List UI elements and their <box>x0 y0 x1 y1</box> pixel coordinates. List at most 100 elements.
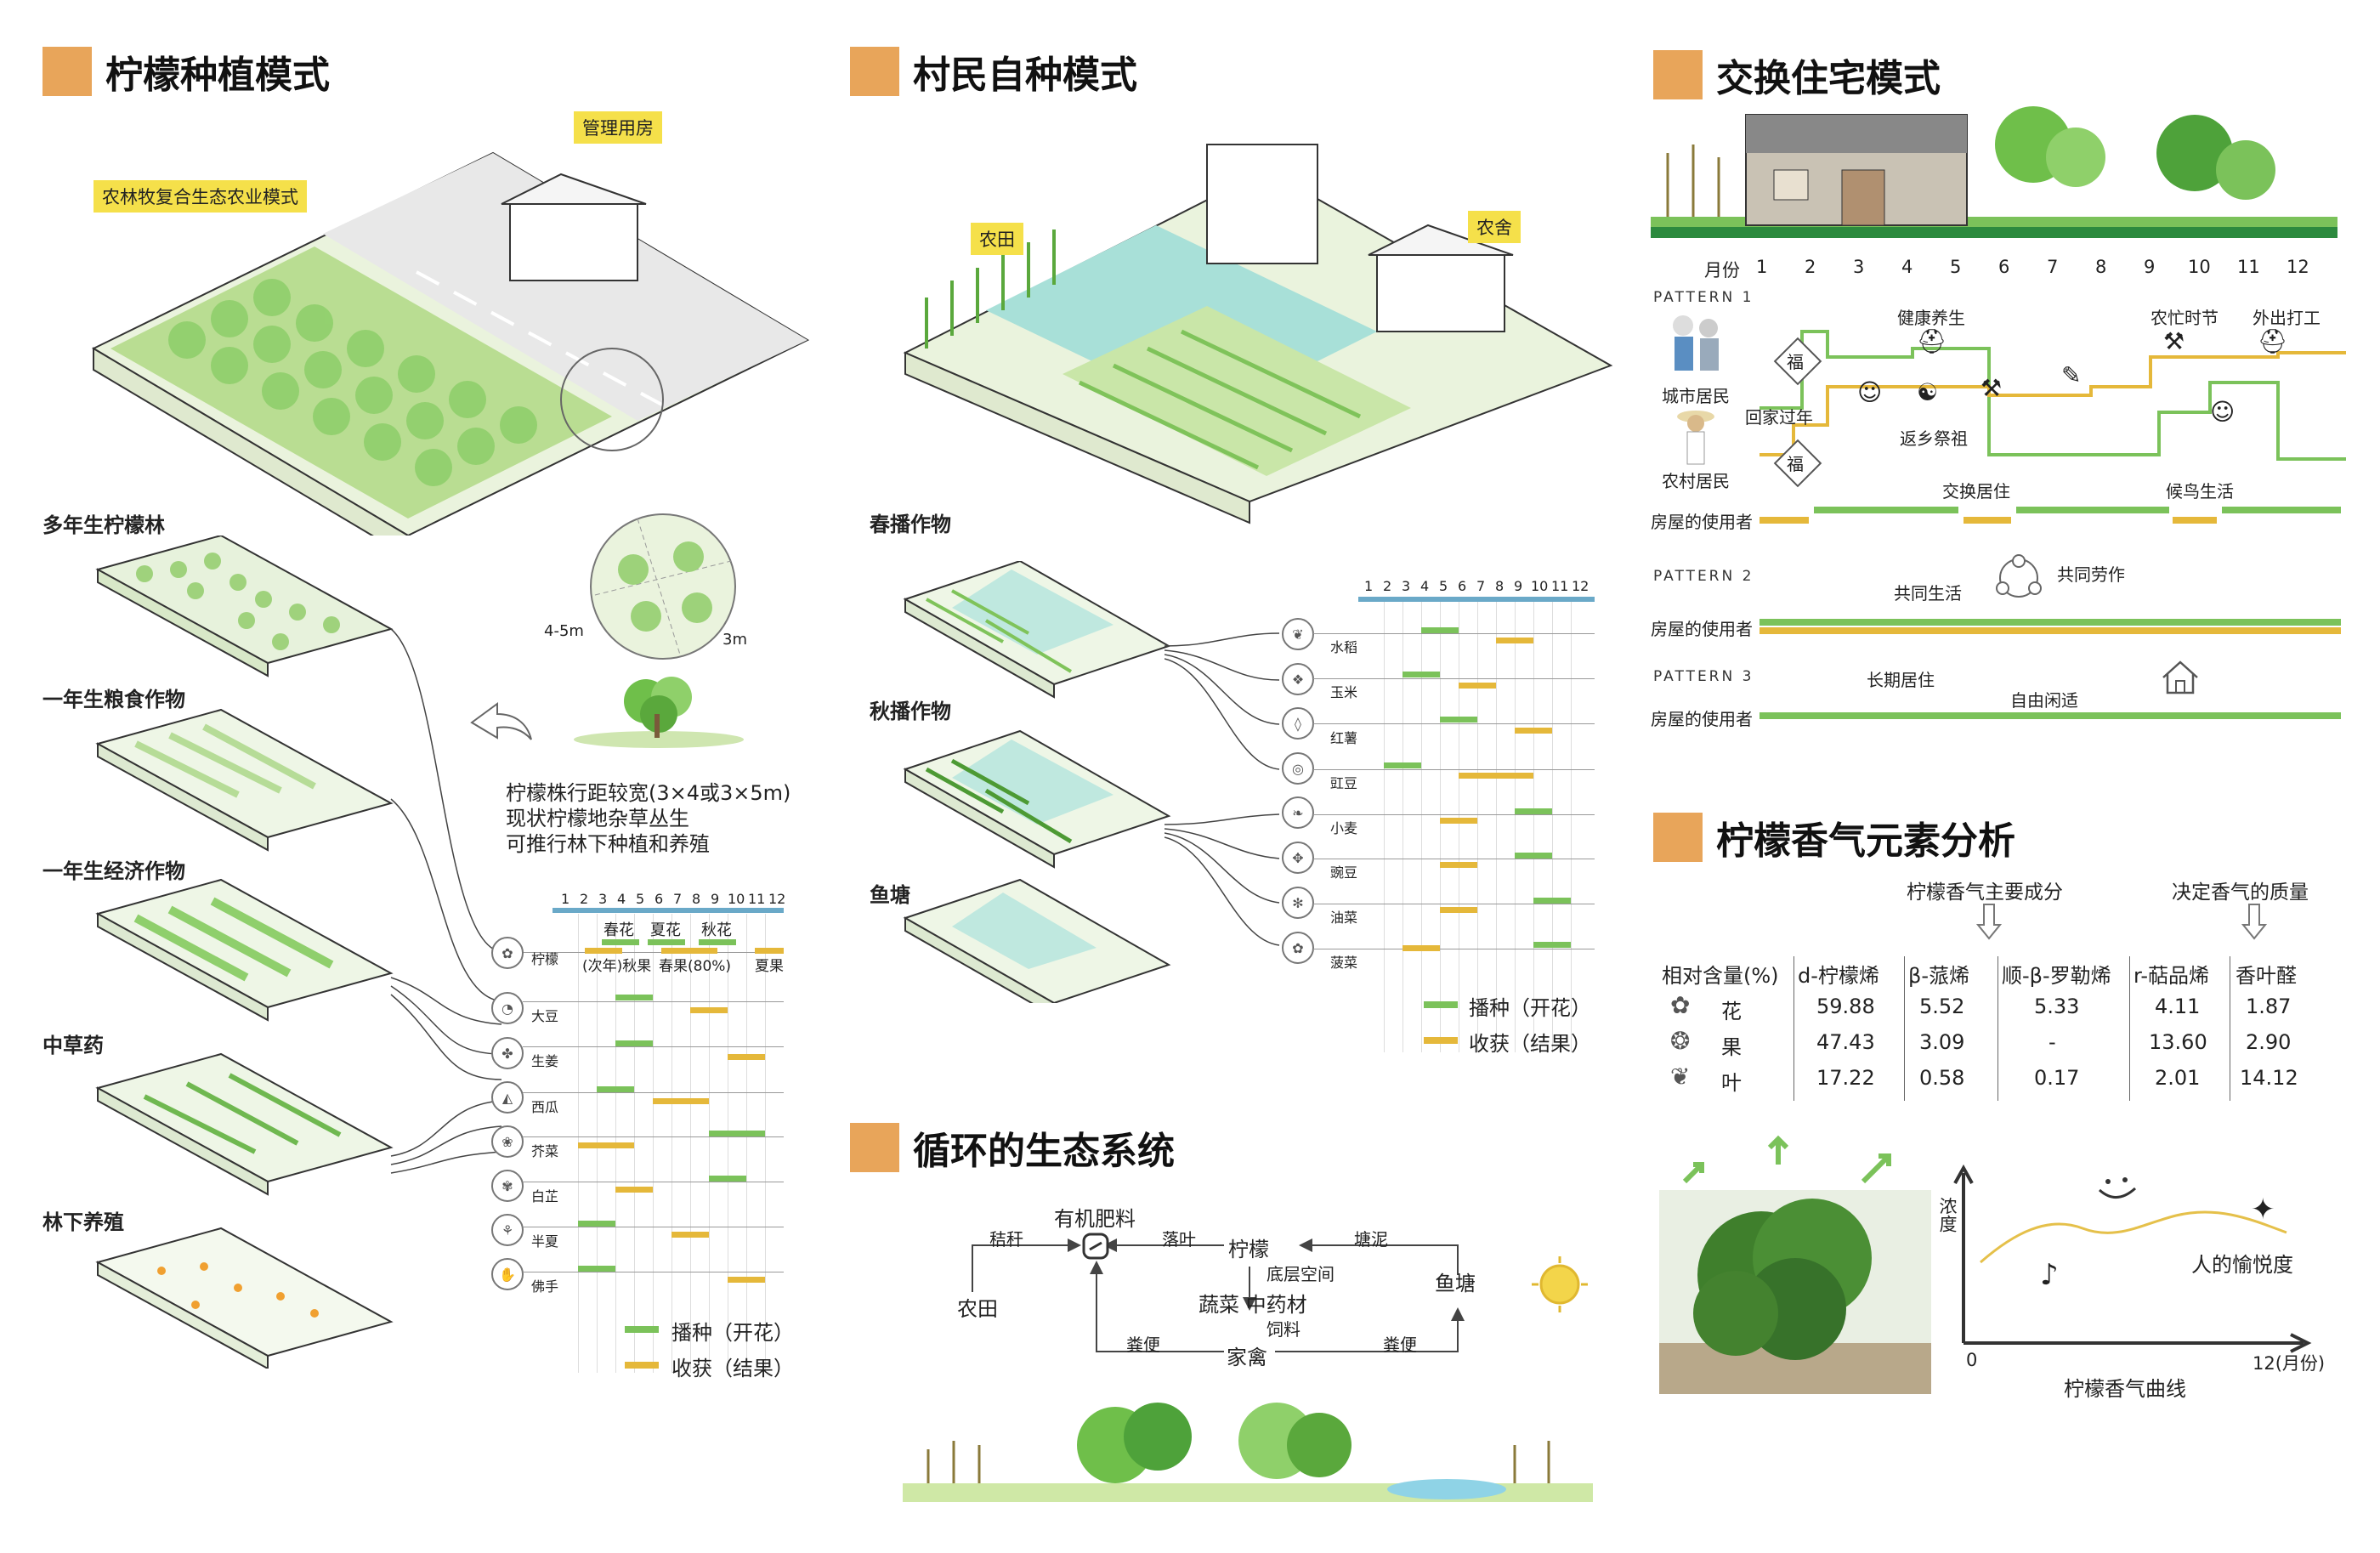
leaf-icon: ❦ <box>1670 1063 1691 1091</box>
sec1-calendar-topbar <box>552 908 784 913</box>
edge-manure-right: 粪便 <box>1383 1335 1417 1355</box>
section-title-house-exchange: 交换住宅模式 <box>1653 48 1941 102</box>
cell-leaf-ocimene: 0.17 <box>2034 1066 2080 1090</box>
month-9: 9 <box>1514 578 1523 594</box>
note-line-1: 柠檬株行距较宽(3×4或3×5m) <box>506 781 791 805</box>
meditation-icon: ⛑ <box>1917 327 1947 355</box>
layer-label-annual-grain: 一年生粮食作物 <box>42 688 185 711</box>
lemon-crop-icon: ✿ <box>491 937 524 969</box>
month-4: 4 <box>1901 257 1913 277</box>
month-12: 12 <box>2286 257 2309 277</box>
down-arrow-icon-2 <box>2241 904 2267 940</box>
tag-agroforestry: 农林牧复合生态农业模式 <box>94 180 307 213</box>
legend-sow-swatch-2 <box>1424 1001 1458 1008</box>
month-2: 2 <box>1383 578 1392 594</box>
lemon-summer-flower: 夏花 <box>650 921 681 939</box>
month-5: 5 <box>636 891 645 907</box>
month-8: 8 <box>2095 257 2107 277</box>
month-12: 12 <box>1572 578 1590 594</box>
month-6: 6 <box>654 891 664 907</box>
month-10: 10 <box>1531 578 1549 594</box>
leader-lines-sec1 <box>390 628 502 1174</box>
sec4-month-axis: 1 2 3 4 5 6 7 8 9 10 11 12 <box>1756 257 2334 282</box>
month-7: 7 <box>673 891 683 907</box>
tag-farmland: 农田 <box>971 223 1023 255</box>
note-line-3: 可推行林下种植和养殖 <box>506 832 710 856</box>
section-title-lemon-planting: 柠檬种植模式 <box>42 44 330 99</box>
month-9: 9 <box>711 891 720 907</box>
sec2-calendar-topbar <box>1358 597 1595 602</box>
lemon-plot-illustration <box>91 151 810 536</box>
label-house-user-2: 房屋的使用者 <box>1651 619 1753 639</box>
month-1: 1 <box>561 891 570 907</box>
title-marker <box>1653 50 1703 99</box>
month-10: 10 <box>2188 257 2211 277</box>
note-line-2: 现状柠檬地杂草丛生 <box>506 807 689 830</box>
cell-leaf-geranial: 14.12 <box>2240 1066 2298 1090</box>
month-4: 4 <box>1420 578 1430 594</box>
legend-harvest-1: 收获（结果） <box>672 1357 794 1380</box>
label-main-components: 柠檬香气主要成分 <box>1907 881 2063 904</box>
label-leisure: 自由闲适 <box>2010 690 2078 711</box>
spacing-note: 柠檬株行距较宽(3×4或3×5m) 现状柠檬地杂草丛生 可推行林下种植和养殖 <box>506 780 790 857</box>
edge-straw: 秸秆 <box>989 1229 1023 1250</box>
title-marker <box>42 47 92 96</box>
month-8: 8 <box>692 891 701 907</box>
ginger-icon: ✤ <box>491 1037 524 1069</box>
sweet-potato-icon: ◊ <box>1282 707 1314 740</box>
leader-lines-sec2 <box>1164 632 1280 946</box>
month-11: 11 <box>2237 257 2260 277</box>
edge-feed: 饲料 <box>1266 1319 1300 1340</box>
corn-icon: ❖ <box>1282 663 1314 695</box>
worker-icon-2: ⛑ <box>2258 327 2288 355</box>
month-9: 9 <box>2144 257 2156 277</box>
header-relative-content: 相对含量(%) <box>1662 964 1779 988</box>
cell-leaf-terpinene: 2.01 <box>2155 1066 2201 1090</box>
cell-flower-d-limonene: 59.88 <box>1816 995 1875 1018</box>
month-12: 12 <box>768 891 786 907</box>
edge-leaves: 落叶 <box>1162 1229 1196 1250</box>
fruit-icon: ❂ <box>1670 1027 1691 1055</box>
city-resident-figure <box>1673 315 1719 371</box>
down-arrow-icon-1 <box>1976 904 2002 940</box>
cell-fruit-d-limonene: 47.43 <box>1816 1030 1875 1054</box>
planting-layers-stack <box>95 536 394 1369</box>
pattern-1-label: PATTERN 1 <box>1653 289 1754 306</box>
cell-leaf-beta-pinene: 0.58 <box>1919 1066 1965 1090</box>
edge-manure-left: 粪便 <box>1126 1335 1160 1355</box>
rice-icon: ❦ <box>1282 618 1314 650</box>
month-2: 2 <box>1805 257 1816 277</box>
title-text: 柠檬种植模式 <box>105 54 330 97</box>
month-1: 1 <box>1364 578 1374 594</box>
cell-flower-geranial: 1.87 <box>2246 995 2292 1018</box>
pea-icon: ✥ <box>1282 842 1314 874</box>
house-icon <box>2162 660 2198 694</box>
crop-cowpea: 豇豆 <box>1330 775 1358 791</box>
angelica-icon: ✾ <box>491 1170 524 1202</box>
y-axis-label-concentration: 浓度 <box>1937 1197 1958 1233</box>
sec1-month-header: 1 2 3 4 5 6 7 8 9 10 11 12 <box>561 891 785 907</box>
leisure-icon: ☺ <box>2210 398 2236 426</box>
label-ancestor-worship: 返乡祭祖 <box>1900 428 1968 449</box>
curve-title: 柠檬香气曲线 <box>2064 1377 2186 1401</box>
month-10: 10 <box>728 891 745 907</box>
crop-lemon: 柠檬 <box>531 951 559 967</box>
layer-label-spring-crops: 春播作物 <box>870 513 951 536</box>
label-cohabit: 共同生活 <box>1894 583 1962 604</box>
eco-cycle-diagram <box>972 1233 1465 1352</box>
p1-user-bar-3 <box>1964 517 2011 524</box>
title-text: 柠檬香气元素分析 <box>1716 819 2015 863</box>
section-title-aroma: 柠檬香气元素分析 <box>1653 810 2015 864</box>
watermelon-icon: ◭ <box>491 1081 524 1114</box>
p1-user-bar-5 <box>2173 517 2217 524</box>
label-pleasure: 人的愉悦度 <box>2191 1253 2293 1277</box>
sec2-month-header: 1 2 3 4 5 6 7 8 9 10 11 12 <box>1364 578 1594 595</box>
aroma-curve-chart <box>1953 1165 2312 1353</box>
title-text: 村民自种模式 <box>913 54 1137 97</box>
month-5: 5 <box>1950 257 1962 277</box>
p3-user-bar <box>1760 712 2341 719</box>
label-exchange-living: 交换居住 <box>1942 481 2010 502</box>
dim-row-spacing: 4-5m <box>544 622 584 640</box>
layer-label-fishpond: 鱼塘 <box>870 883 910 907</box>
crop-mustard: 芥菜 <box>531 1143 559 1159</box>
